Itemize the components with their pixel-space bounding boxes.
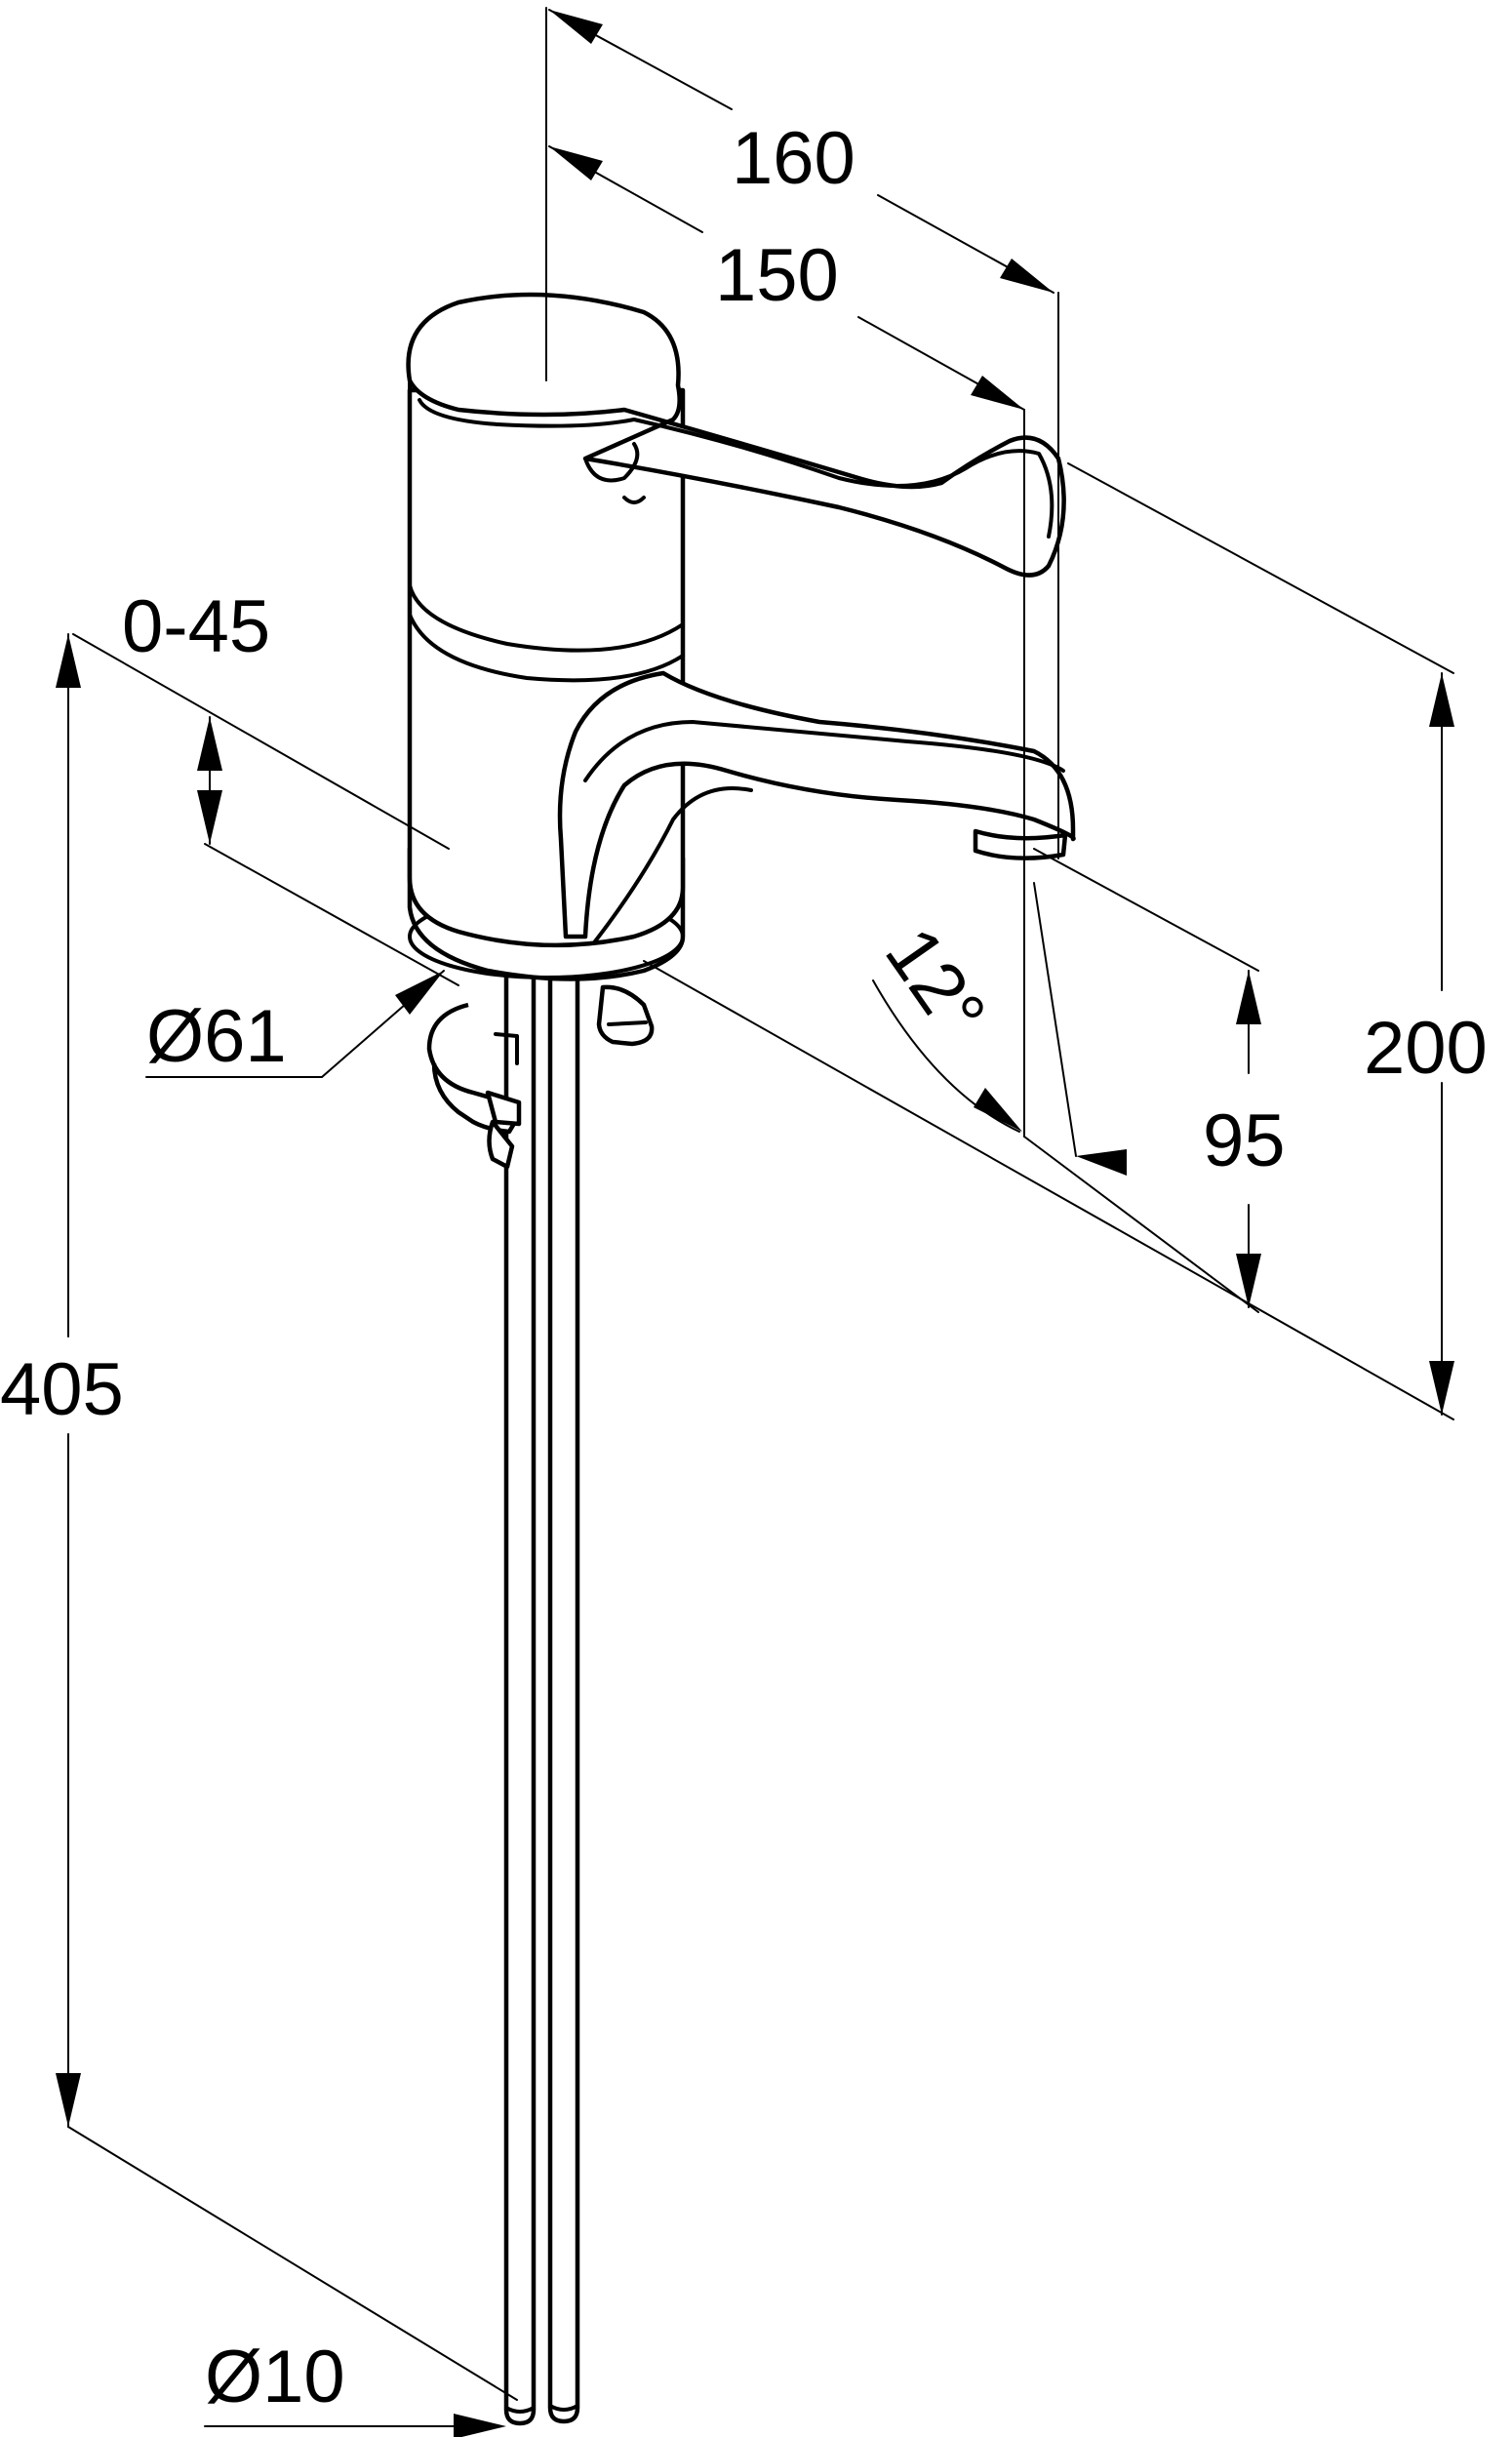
dim-405: 405 [0, 1348, 124, 1431]
dim-150: 150 [715, 234, 839, 317]
dimension-lines [56, 7, 1454, 2437]
supply-hoses [503, 973, 580, 2426]
dim-200: 200 [1364, 1007, 1488, 1090]
dim-diameter-61: Ø61 [146, 995, 287, 1078]
dim-0-45: 0-45 [122, 585, 270, 668]
mounting-clamp [426, 984, 655, 1170]
faucet-spout [557, 670, 1076, 939]
faucet-body [406, 292, 1076, 2426]
faucet-cylinder [407, 387, 686, 948]
dim-diameter-10: Ø10 [205, 2336, 345, 2418]
dim-160: 160 [732, 117, 855, 200]
faucet-lever-handle [406, 292, 1066, 578]
dim-95: 95 [1203, 1099, 1286, 1182]
dim-angle-12: 12° [869, 913, 1002, 1053]
